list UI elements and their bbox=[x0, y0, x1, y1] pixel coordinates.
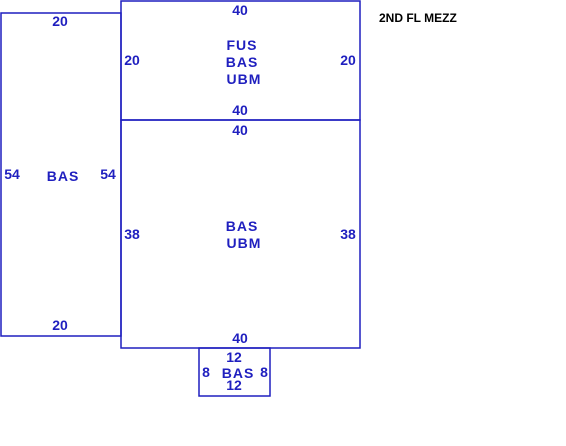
main-area-outline bbox=[120, 119, 361, 349]
upper-right-dimension: 20 bbox=[340, 52, 356, 68]
upper-area-code-3: UBM bbox=[227, 71, 262, 87]
small-area-code: BAS bbox=[222, 365, 255, 381]
upper-left-dimension: 20 bbox=[124, 52, 140, 68]
main-right-dimension: 38 bbox=[340, 226, 356, 242]
left-right-dimension: 54 bbox=[100, 166, 116, 182]
upper-top-dimension: 40 bbox=[232, 2, 248, 18]
main-bottom-dimension: 40 bbox=[232, 330, 248, 346]
upper-bottom-dimension: 40 bbox=[232, 102, 248, 118]
small-left-dimension: 8 bbox=[202, 364, 210, 380]
sketch-title: 2ND FL MEZZ bbox=[379, 11, 457, 25]
small-top-dimension: 12 bbox=[226, 349, 242, 365]
small-area-outline bbox=[198, 347, 271, 397]
main-top-dimension: 40 bbox=[232, 122, 248, 138]
left-bottom-dimension: 20 bbox=[52, 317, 68, 333]
upper-area-code-1: FUS bbox=[227, 37, 258, 53]
left-area-code: BAS bbox=[47, 168, 80, 184]
left-top-dimension: 20 bbox=[52, 13, 68, 29]
left-left-dimension: 54 bbox=[4, 166, 20, 182]
small-right-dimension: 8 bbox=[260, 364, 268, 380]
main-area-code-2: UBM bbox=[227, 235, 262, 251]
main-left-dimension: 38 bbox=[124, 226, 140, 242]
small-bottom-dimension: 12 bbox=[226, 377, 242, 393]
main-area-code-1: BAS bbox=[226, 218, 259, 234]
upper-area-code-2: BAS bbox=[226, 54, 259, 70]
